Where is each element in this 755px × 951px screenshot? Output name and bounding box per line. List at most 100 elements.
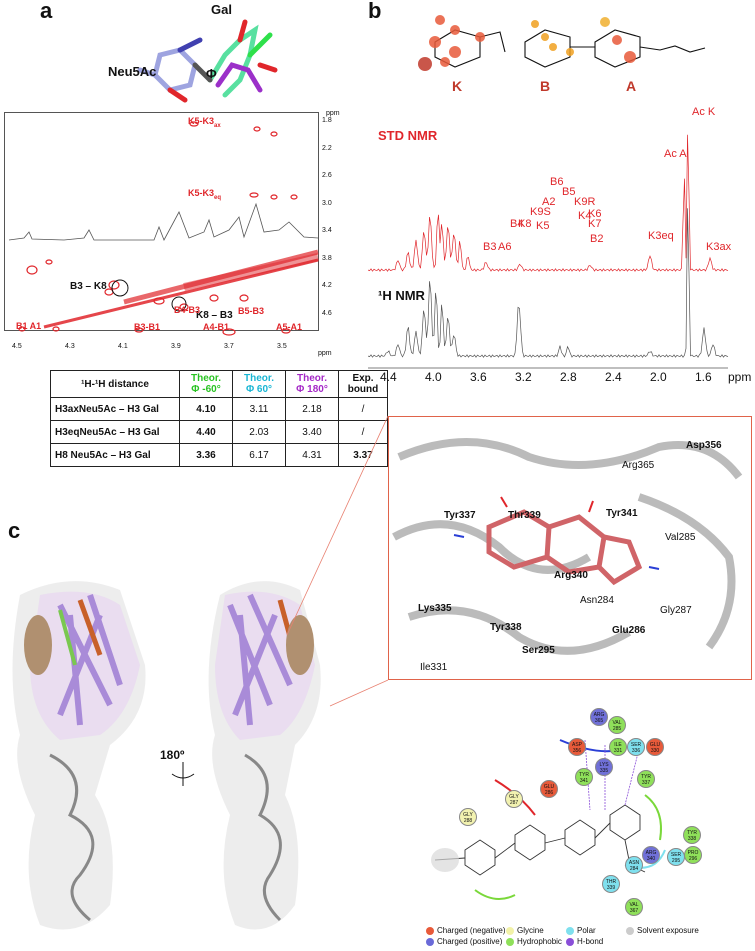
residue-label: Ile331 [420, 662, 448, 673]
std-assignment-label: K4 [578, 210, 592, 222]
std-assignment-label: A2 [542, 196, 556, 208]
ligplot-residue-num: 335 [599, 768, 609, 774]
nmr-spectra-svg [367, 134, 729, 369]
nmr-x-tick: 1.6 [695, 370, 712, 384]
sugar-label-k: K [452, 78, 463, 94]
peak-b5-b3: B5-B3 [238, 306, 265, 316]
std-assignment-label: K6 [588, 208, 602, 220]
peak-k8-b3: K8 – B3 [196, 310, 233, 321]
legend-item: Solvent exposure [626, 926, 699, 935]
legend-label: Hydrophobic [517, 937, 562, 946]
noesy-spectrum [4, 112, 324, 342]
legend-label: Glycine [517, 926, 544, 935]
legend-item: Hydrophobic [506, 937, 562, 946]
ligplot-residue-name: GLY [509, 794, 519, 800]
ligplot-residue-name: VAL [612, 720, 622, 726]
ligplot-residue-num: 330 [650, 748, 660, 754]
legend-swatch-icon [426, 937, 434, 946]
ligplot-residue-num: 295 [671, 858, 681, 864]
nmr-x-tick: 3.6 [470, 370, 487, 384]
std-assignment-label: K3ax [706, 241, 732, 253]
std-assignment-label: K5 [536, 220, 550, 232]
peak-b3-k8: B3 – K8 [70, 281, 107, 292]
table-header-exp: Exp.bound [338, 370, 388, 398]
ligplot-residue-num: 336 [631, 748, 641, 754]
ligplot-residue-name: THR [605, 879, 617, 885]
noesy-y-tick: 3.4 [322, 227, 332, 234]
ligplot-residue-name: PRO [687, 850, 699, 856]
ligplot-residue-num: 287 [509, 800, 519, 806]
glycan-structure [395, 2, 725, 92]
binding-site-svg [392, 438, 743, 655]
glycan-structure-svg [418, 15, 706, 71]
phi-label: Φ [206, 66, 217, 81]
ligplot-residue-name: ILE [614, 742, 622, 748]
residue-label: Arg365 [622, 460, 655, 471]
noesy-y-tick: 4.2 [322, 282, 332, 289]
ligplot-residue-name: SER [630, 742, 642, 748]
nmr-x-unit: ppm [728, 370, 752, 384]
ligplot-residue-name: TYR [579, 772, 589, 778]
panel-a-letter: a [40, 0, 53, 23]
noesy-y-tick: 3.0 [322, 199, 332, 207]
legend-item: Charged (positive) [426, 937, 502, 946]
nmr-x-tick: 2.4 [605, 370, 622, 384]
distance-table-wrap: ¹H-¹H distance Theor.Φ -60° Theor.Φ 60° … [50, 370, 388, 467]
sugar-label-a: A [626, 78, 637, 94]
conformer-overlay-image [100, 10, 300, 105]
residue-label: Gly287 [660, 605, 692, 616]
legend-swatch-icon [506, 926, 514, 935]
noesy-x-tick: 3.5 [277, 343, 287, 350]
ligplot-residue-name: ARG [645, 850, 657, 856]
residue-label: Val285 [665, 532, 696, 543]
ligplot-residue-name: LYS [599, 762, 609, 768]
panel-b-letter: b [368, 0, 382, 23]
residue-label: Asn284 [580, 595, 614, 606]
ligplot-residue-num: 337 [641, 780, 651, 786]
ligplot-residue-num: 339 [606, 885, 616, 891]
noesy-y-tick: 3.8 [322, 254, 332, 262]
std-assignment-label: Ac K [692, 106, 716, 118]
table-header-distance: ¹H-¹H distance [50, 370, 180, 398]
peak-b3-b1: B3-B1 [134, 322, 161, 332]
h-nmr-label: ¹H NMR [378, 288, 425, 303]
rotation-label: 180º [160, 748, 185, 762]
peak-a4-b1: A4-B1 [203, 322, 230, 332]
std-assignment-label: K9S [530, 206, 551, 218]
table-cell: H8 Neu5Ac – H3 Gal [50, 443, 180, 467]
ligplot-residue-name: ARG [593, 712, 605, 718]
ligplot-residue-num: 356 [572, 748, 582, 754]
std-assignment-label: K8 [518, 218, 532, 230]
sugar-label-b: B [540, 78, 551, 94]
ligplot-residue-name: GLY [463, 812, 473, 818]
ligplot-residue-num: 341 [579, 778, 589, 784]
noesy-y-tick: 1.8 [322, 117, 332, 124]
ligplot-residue-name: ASP [571, 742, 582, 748]
nmr-x-tick: 4.4 [380, 370, 397, 384]
ligplot-residue-name: GLU [649, 742, 661, 748]
table-cell: 4.10 [179, 397, 233, 421]
noesy-spectrum-svg [4, 112, 319, 336]
std-assignment-label: B3 [483, 241, 497, 253]
residue-label: Thr339 [508, 510, 541, 521]
gal-label: Gal [211, 2, 232, 17]
ligplot-residue-num: 286 [544, 790, 554, 796]
ligplot-residue-name: GLU [543, 784, 555, 790]
ligplot-residue-name: VAL [629, 902, 639, 908]
std-assignment-label: B2 [590, 233, 604, 245]
noesy-x-unit: ppm [318, 350, 332, 357]
noesy-x-tick: 3.7 [224, 343, 234, 350]
ligplot-residue-name: SER [670, 852, 682, 858]
nmr-x-tick: 2.0 [650, 370, 667, 384]
